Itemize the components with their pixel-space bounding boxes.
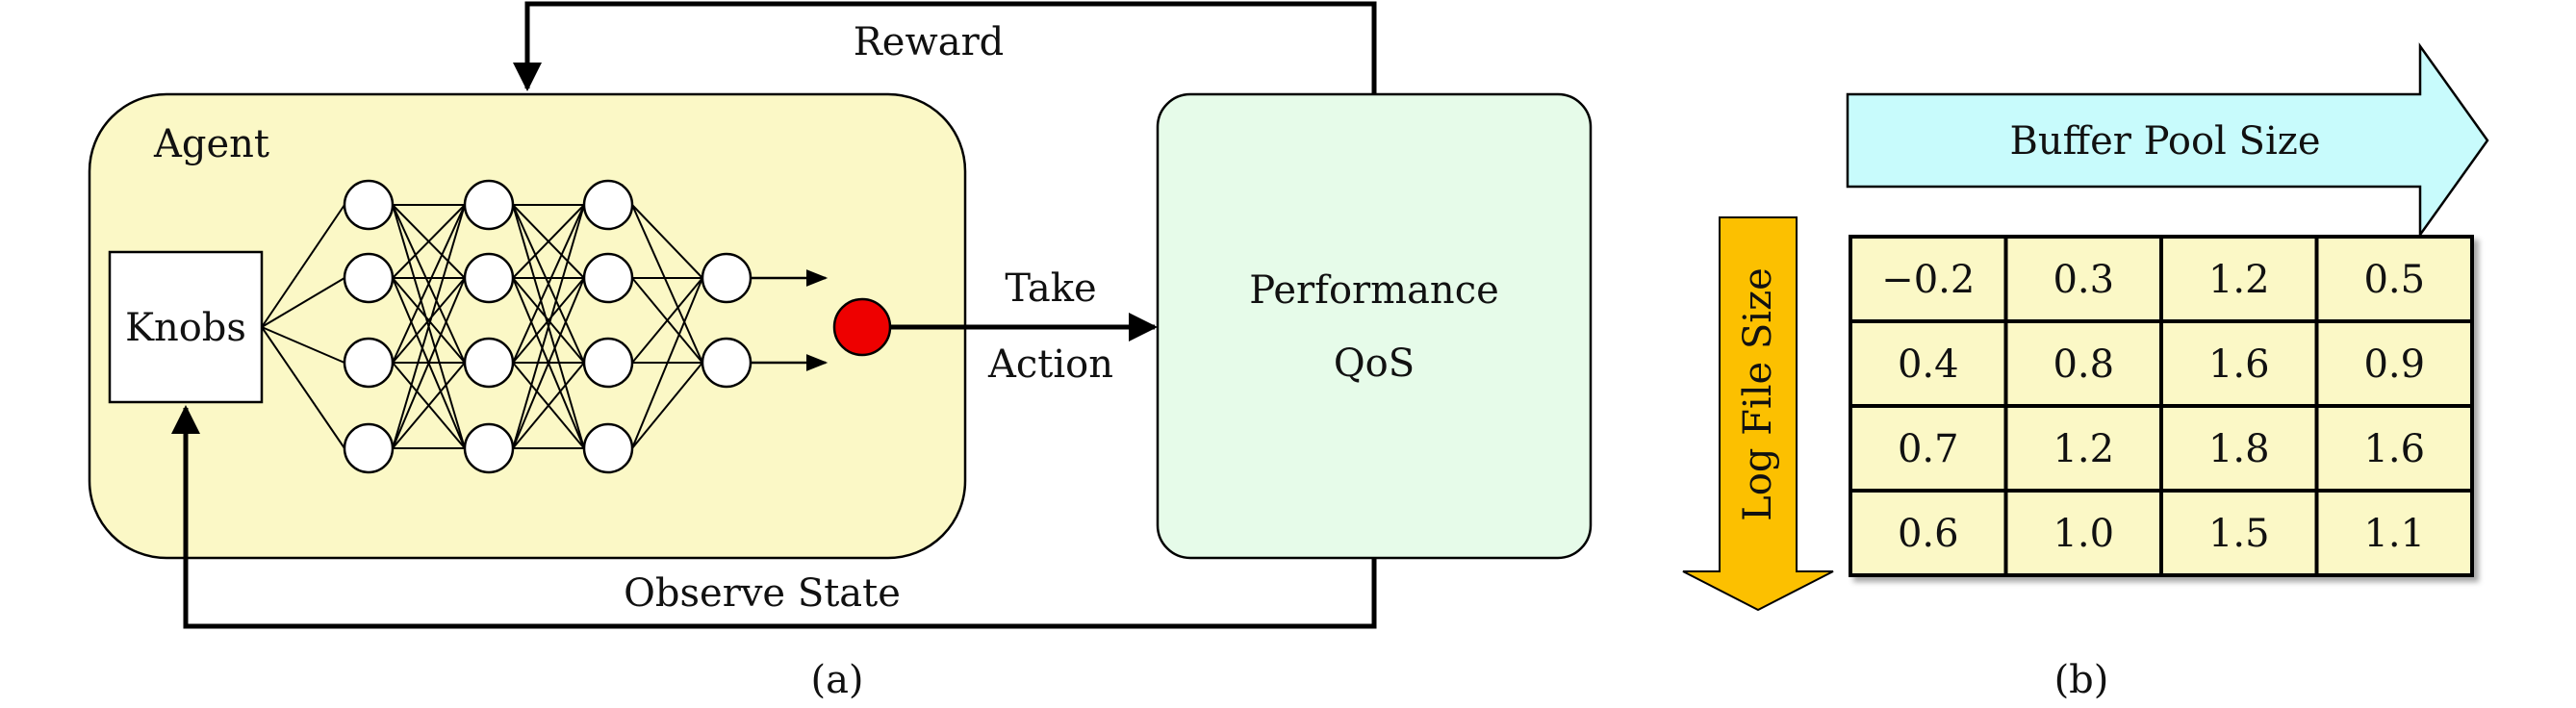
grid-value: −0.2 — [1881, 258, 1975, 302]
network-edge — [392, 204, 466, 364]
caption-b: (b) — [2054, 658, 2109, 702]
network-edge — [631, 204, 703, 364]
network-edge — [512, 204, 585, 449]
grid-cell — [2314, 489, 2474, 577]
grid-value: 0.4 — [1898, 342, 1959, 387]
reward-arrow — [513, 1, 1377, 94]
network-edge — [512, 277, 585, 364]
network-node — [582, 337, 634, 389]
network-edge — [512, 277, 585, 449]
grid-value: 1.2 — [2053, 427, 2114, 471]
agent-label: Agent — [153, 122, 269, 166]
grid-value: 0.9 — [2363, 342, 2425, 387]
network-edge — [392, 277, 466, 449]
take-label: Take — [1005, 266, 1096, 311]
grid-cell — [2003, 404, 2163, 493]
network-node — [701, 252, 752, 304]
grid-cell — [2314, 235, 2474, 323]
performance-label: Performance — [1249, 268, 1499, 313]
network-edge — [512, 204, 585, 279]
observe-label: Observe State — [624, 571, 901, 616]
grid-value: 0.5 — [2363, 258, 2425, 302]
grid-value: 1.8 — [2208, 427, 2270, 471]
network-edge — [631, 277, 703, 449]
knob-edge — [261, 326, 345, 449]
value-grid: −0.2 0.3 1.2 0.5 0.4 0.8 1.6 0.9 0.7 1.2 1.8 1.6 0.6… — [1849, 235, 2474, 577]
grid-value: 0.7 — [1898, 427, 1959, 471]
caption-a: (a) — [810, 658, 863, 702]
network-edges — [261, 204, 829, 449]
buffer-pool-arrow — [1846, 42, 2489, 239]
network-edge — [392, 362, 466, 449]
action-label: Action — [987, 342, 1113, 387]
knobs-box — [108, 250, 264, 404]
network-node — [582, 252, 634, 304]
grid-cell — [2159, 319, 2319, 408]
buffer-label: Buffer Pool Size — [2010, 119, 2321, 164]
grid-value: 1.1 — [2363, 512, 2425, 556]
grid-cell — [1849, 404, 2008, 493]
network-node — [343, 179, 395, 231]
observe-state-arrow — [171, 405, 1377, 629]
network-edge — [631, 277, 703, 364]
network-node — [582, 422, 634, 474]
grid-value: 1.0 — [2053, 512, 2114, 556]
network-node — [701, 337, 752, 389]
grid-cell — [2314, 319, 2474, 408]
knob-edge — [261, 326, 345, 364]
network-edge — [631, 362, 703, 449]
knob-edge — [261, 204, 345, 328]
knob-edge — [261, 277, 345, 328]
grid-cell — [2159, 404, 2319, 493]
qos-label: QoS — [1334, 341, 1415, 386]
network-edge — [392, 277, 466, 364]
log-label: Log File Size — [1736, 267, 1780, 521]
grid-cell — [1849, 319, 2008, 408]
network-node — [463, 252, 515, 304]
grid-value: 1.2 — [2208, 258, 2270, 302]
network-node — [463, 337, 515, 389]
network-node — [463, 179, 515, 231]
action-node — [832, 297, 892, 357]
panel-b: Buffer Pool Size Log File Size −0.2 0.3 1.… — [1682, 42, 2489, 702]
network-node — [343, 422, 395, 474]
environment-box — [1156, 92, 1593, 560]
grid-value: 1.5 — [2208, 512, 2270, 556]
network-node — [463, 422, 515, 474]
grid-value: 0.3 — [2053, 258, 2114, 302]
network-nodes — [343, 179, 752, 474]
network-edge — [512, 204, 585, 364]
grid-value: 0.8 — [2053, 342, 2114, 387]
grid-cell — [2003, 489, 2163, 577]
network-edge — [512, 362, 585, 449]
reward-label: Reward — [854, 20, 1005, 64]
network-edge — [392, 204, 466, 449]
network-node — [343, 337, 395, 389]
network-node — [582, 179, 634, 231]
grid-value: 1.6 — [2363, 427, 2425, 471]
network-node — [343, 252, 395, 304]
neural-network — [261, 179, 829, 474]
network-edge — [392, 204, 466, 279]
network-edge — [631, 204, 703, 279]
grid-value: 1.6 — [2208, 342, 2270, 387]
log-file-arrow — [1682, 216, 1834, 612]
panel-a: Agent Knobs Take Action Performance QoS … — [88, 1, 1593, 702]
knobs-label: Knobs — [125, 306, 246, 350]
grid-value: 0.6 — [1898, 512, 1959, 556]
